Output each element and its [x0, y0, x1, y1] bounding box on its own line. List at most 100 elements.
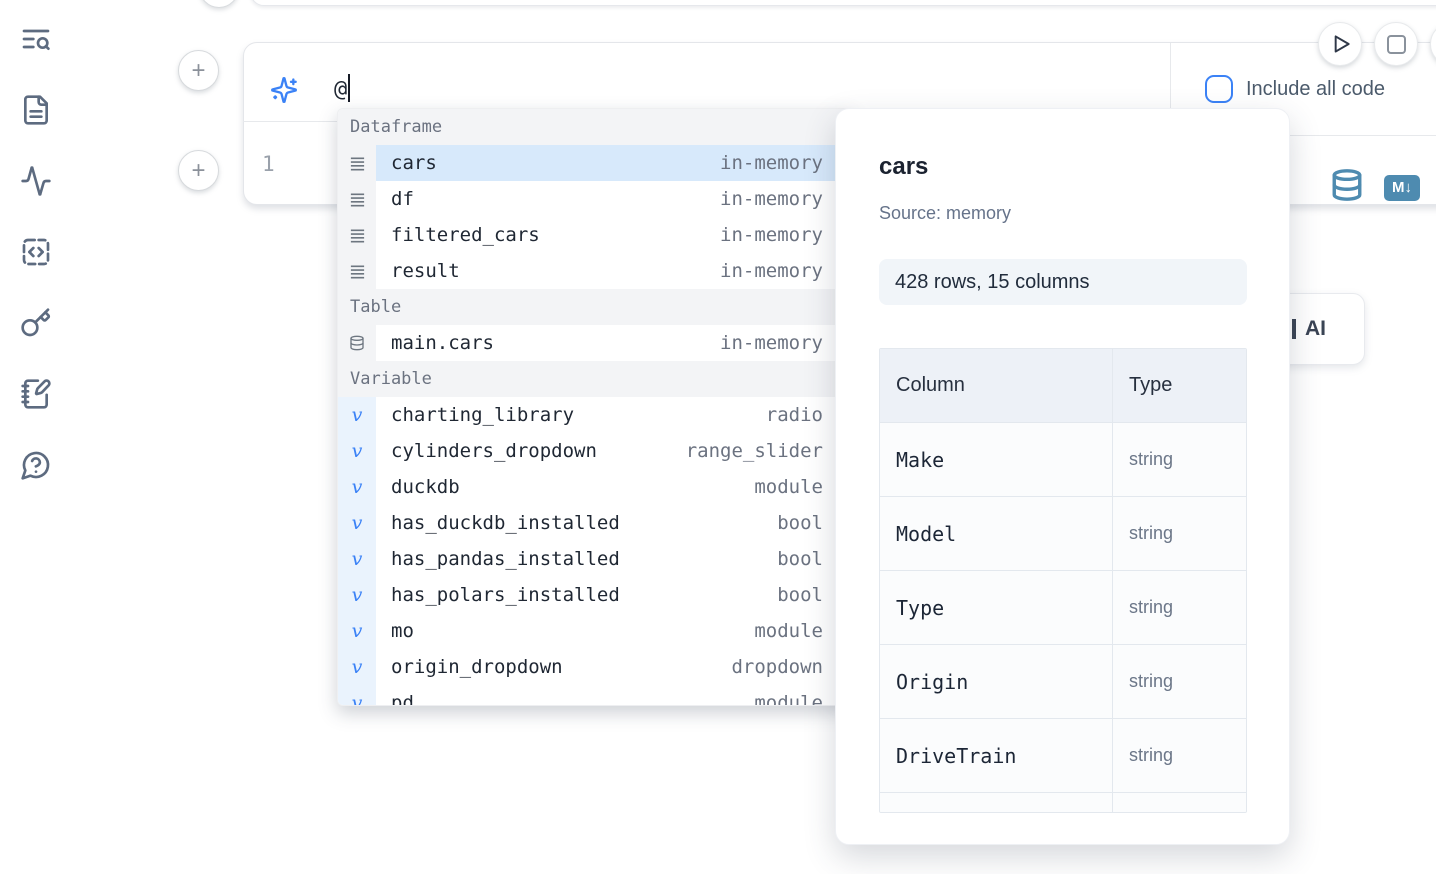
completion-item-pd[interactable]: vpdmodule [338, 685, 851, 706]
schema-row-DriveTrain: DriveTrain string [880, 719, 1246, 793]
variable-icon: v [338, 649, 376, 685]
file-text-icon[interactable] [20, 94, 52, 126]
variable-icon: v [338, 469, 376, 505]
dataframe-lines-icon [338, 181, 376, 217]
completion-item-name: has_pandas_installed [376, 548, 777, 570]
completion-section-header: Variable [338, 361, 851, 397]
completion-item-has_duckdb_installed[interactable]: vhas_duckdb_installedbool [338, 505, 851, 541]
completion-item-has_pandas_installed[interactable]: vhas_pandas_installedbool [338, 541, 851, 577]
variable-icon: v [338, 685, 376, 706]
clipped-letter [1292, 319, 1296, 339]
line-number: 1 [262, 152, 286, 176]
stop-button[interactable] [1374, 22, 1418, 66]
completion-item-name: has_duckdb_installed [376, 512, 777, 534]
variable-icon: v [338, 541, 376, 577]
schema-row-Model: Model string [880, 497, 1246, 571]
completion-item-type: in-memory [720, 224, 851, 246]
column-type: string [1129, 597, 1173, 618]
include-all-code-checkbox[interactable] [1205, 75, 1233, 103]
text-search-icon[interactable] [20, 23, 52, 55]
variable-icon: v [338, 433, 376, 469]
ai-row-divider-right [1290, 135, 1436, 136]
schema-header-row: ColumnType [880, 349, 1246, 423]
sparkles-icon [270, 76, 298, 104]
sidebar [20, 23, 52, 481]
ai-row-divider-left [243, 121, 338, 122]
code-square-icon[interactable] [20, 236, 52, 268]
column-type: string [1129, 523, 1173, 544]
variable-icon: v [338, 397, 376, 433]
column-name: Make [896, 448, 944, 472]
dataframe-lines-icon [338, 253, 376, 289]
dataframe-lines-icon [338, 145, 376, 181]
completion-item-type: in-memory [720, 260, 851, 282]
completion-item-name: df [376, 188, 720, 210]
completion-item-cylinders_dropdown[interactable]: vcylinders_dropdownrange_slider [338, 433, 851, 469]
completion-section-header: Table [338, 289, 851, 325]
completion-item-type: in-memory [720, 152, 851, 174]
add-cell-button-partial[interactable] [199, 0, 239, 8]
completion-item-name: pd [376, 692, 754, 706]
completion-item-type: in-memory [720, 332, 851, 354]
play-icon [1327, 31, 1353, 57]
database-icon [338, 325, 376, 361]
notebook-pen-icon[interactable] [20, 378, 52, 410]
completion-item-df[interactable]: dfin-memory [338, 181, 851, 217]
plus-icon: + [191, 157, 205, 185]
completion-item-cars[interactable]: carsin-memory [338, 145, 851, 181]
completion-item-main.cars[interactable]: main.carsin-memory [338, 325, 851, 361]
variable-icon: v [338, 505, 376, 541]
column-header: Column [880, 349, 1113, 422]
completion-item-name: filtered_cars [376, 224, 720, 246]
ai-button-label: AI [1305, 317, 1326, 341]
ai-prompt-input[interactable]: @ [334, 74, 350, 102]
completion-item-charting_library[interactable]: vcharting_libraryradio [338, 397, 851, 433]
extra-action-button-partial[interactable] [1430, 22, 1436, 66]
database-icon[interactable] [1330, 168, 1364, 207]
schema-row-Origin: Origin string [880, 645, 1246, 719]
completion-item-name: origin_dropdown [376, 656, 731, 678]
column-type: string [1129, 671, 1173, 692]
markdown-icon[interactable]: M↓ [1384, 175, 1420, 201]
schema-row-Make: Makestring [880, 423, 1246, 497]
activity-icon[interactable] [20, 165, 52, 197]
completion-item-origin_dropdown[interactable]: vorigin_dropdowndropdown [338, 649, 851, 685]
shape-badge: 428 rows, 15 columns [879, 259, 1247, 305]
completion-item-filtered_cars[interactable]: filtered_carsin-memory [338, 217, 851, 253]
completion-item-type: range_slider [686, 440, 851, 462]
add-cell-above-button[interactable]: + [178, 50, 219, 91]
plus-icon: + [191, 57, 205, 85]
run-cell-button[interactable] [1318, 22, 1362, 66]
preview-source: Source: memory [879, 203, 1011, 224]
key-icon[interactable] [20, 307, 52, 339]
variable-icon: v [338, 613, 376, 649]
completion-section-header: Dataframe [338, 109, 851, 145]
completion-item-has_polars_installed[interactable]: vhas_polars_installedbool [338, 577, 851, 613]
include-all-code-label: Include all code [1246, 78, 1385, 101]
column-name: Origin [896, 670, 968, 694]
variable-icon: v [338, 577, 376, 613]
add-cell-below-button[interactable]: + [178, 150, 219, 191]
completion-item-name: has_polars_installed [376, 584, 777, 606]
run-controls [1318, 22, 1436, 66]
completion-item-duckdb[interactable]: vduckdbmodule [338, 469, 851, 505]
schema-row-partial [880, 793, 1246, 813]
text-caret [348, 74, 350, 102]
column-name: DriveTrain [896, 744, 1016, 768]
stop-icon [1387, 35, 1406, 54]
ai-prompt-value: @ [334, 77, 347, 102]
include-all-code-option[interactable]: Include all code [1205, 75, 1385, 103]
cell-actions: M↓ [1330, 168, 1420, 207]
help-chat-icon[interactable] [20, 449, 52, 481]
completion-item-name: charting_library [376, 404, 766, 426]
completion-item-result[interactable]: resultin-memory [338, 253, 851, 289]
completion-item-type: dropdown [731, 656, 851, 678]
completion-item-mo[interactable]: vmomodule [338, 613, 851, 649]
column-name: Model [896, 522, 956, 546]
completion-item-name: mo [376, 620, 754, 642]
column-type: string [1129, 745, 1173, 766]
dataframe-lines-icon [338, 217, 376, 253]
dataframe-preview-popup: cars Source: memory 428 rows, 15 columns… [835, 108, 1290, 845]
schema-table: ColumnTypeMakestringModelstringTypestrin… [879, 348, 1247, 813]
